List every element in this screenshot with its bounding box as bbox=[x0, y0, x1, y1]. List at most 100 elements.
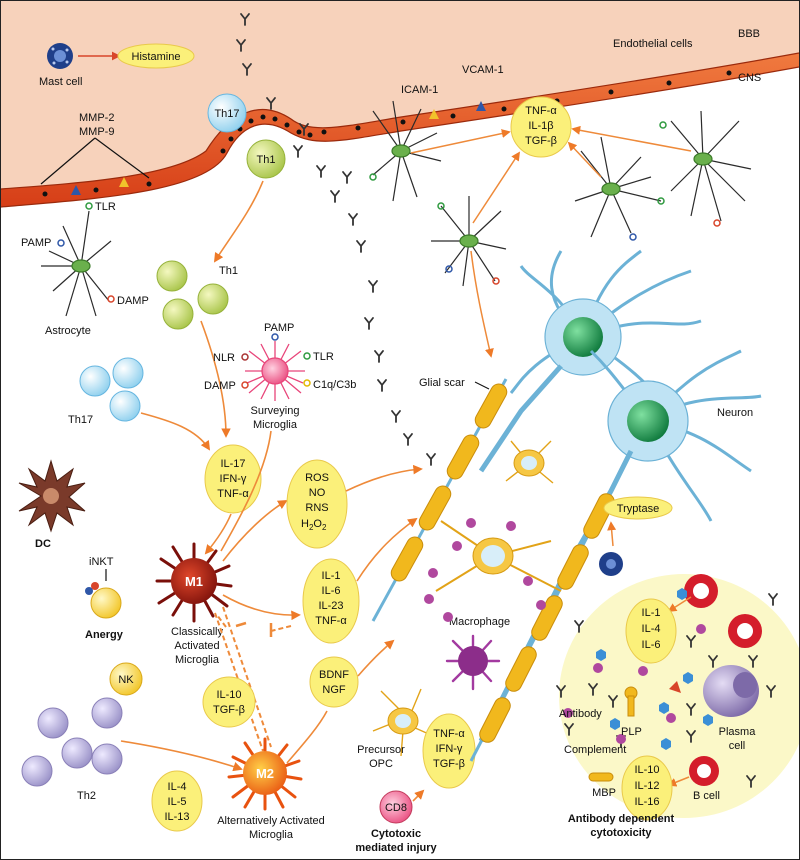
cyto-h2o2: H2O2 bbox=[301, 518, 327, 532]
bbb-label: BBB bbox=[738, 28, 760, 40]
cd8-label: CD8 bbox=[385, 802, 407, 814]
cyto-rns: RNS bbox=[305, 502, 328, 514]
opc-label-1: Precursor bbox=[357, 744, 405, 756]
neuron-label: Neuron bbox=[717, 407, 753, 419]
astrocyte-damp-label: DAMP bbox=[117, 295, 149, 307]
cyto-il4: IL-4 bbox=[168, 781, 187, 793]
surveying-microglia bbox=[245, 341, 305, 401]
surveying-label-1: Surveying bbox=[251, 405, 300, 417]
m1-label: M1 bbox=[185, 574, 203, 589]
plasma-label-1: Plasma bbox=[719, 726, 757, 738]
antibody-label: Antibody bbox=[559, 708, 602, 720]
microglia-damp-label: DAMP bbox=[204, 380, 236, 392]
plp-icon bbox=[624, 686, 638, 717]
nk-label: NK bbox=[118, 674, 134, 686]
oligodendrocyte-1 bbox=[435, 520, 562, 592]
cyto-p-il10: IL-10 bbox=[634, 764, 659, 776]
th2-label: Th2 bbox=[77, 790, 96, 802]
m1-desc-2: Activated bbox=[174, 640, 219, 652]
dc-cell bbox=[18, 459, 86, 533]
glial-scar-label: Glial scar bbox=[419, 377, 465, 389]
cyto-tnfa: TNF-α bbox=[217, 488, 249, 500]
opc-label-2: OPC bbox=[369, 758, 393, 770]
b-cell-label: B cell bbox=[693, 790, 720, 802]
cyto-top-il1b: IL-1β bbox=[528, 120, 553, 132]
icam-label: ICAM-1 bbox=[401, 84, 438, 96]
cyto-ngf: NGF bbox=[322, 684, 346, 696]
th2-cluster bbox=[21, 697, 123, 787]
astrocyte-left bbox=[41, 210, 112, 317]
histamine-label: Histamine bbox=[132, 51, 181, 63]
adc-label-1: Antibody dependent bbox=[568, 813, 675, 825]
cyto-il23: IL-23 bbox=[318, 600, 343, 612]
blood-vessel bbox=[1, 1, 799, 208]
m1-desc-3: Microglia bbox=[175, 654, 220, 666]
astrocyte-top-2 bbox=[431, 196, 507, 287]
astrocyte-top-4 bbox=[670, 110, 752, 222]
cyto-bdnf: BDNF bbox=[319, 669, 349, 681]
inkt-label: iNKT bbox=[89, 556, 114, 568]
cd8-desc-1: Cytotoxic bbox=[371, 828, 421, 840]
axon-1 bbox=[371, 378, 508, 622]
cyto-il17: IL-17 bbox=[220, 458, 245, 470]
neuron-bottom-nucleus bbox=[627, 400, 669, 442]
inkt-cell bbox=[90, 587, 122, 619]
mbp-icon bbox=[588, 772, 614, 782]
oligodendrocyte-2 bbox=[505, 440, 554, 484]
mmp2-label: MMP-2 bbox=[79, 112, 114, 124]
m2-microglia bbox=[227, 737, 303, 811]
cyto-p-il4: IL-4 bbox=[642, 623, 661, 635]
mbp-label: MBP bbox=[592, 787, 616, 799]
th17-label: Th17 bbox=[214, 108, 239, 120]
plp-label: PLP bbox=[621, 726, 642, 738]
dc-label: DC bbox=[35, 538, 51, 550]
cns-label: CNS bbox=[738, 72, 761, 84]
astrocyte-top-1 bbox=[372, 100, 442, 202]
cyto-top-tnfa: TNF-α bbox=[525, 105, 557, 117]
cyto-p-il6: IL-6 bbox=[642, 639, 661, 651]
m2-label: M2 bbox=[256, 766, 274, 781]
th17-cell bbox=[207, 93, 247, 133]
cyto-il1: IL-1 bbox=[322, 570, 341, 582]
cyto-p-il12: IL-12 bbox=[634, 780, 659, 792]
endothelial-label: Endothelial cells bbox=[613, 38, 693, 50]
mast-cell-lower bbox=[599, 552, 623, 576]
plasma-label-2: cell bbox=[729, 740, 746, 752]
cyto-ifng: IFN-γ bbox=[220, 473, 247, 485]
cd8-cell bbox=[379, 790, 413, 824]
macrophage-label: Macrophage bbox=[449, 616, 510, 628]
cyto-p-il1: IL-1 bbox=[642, 607, 661, 619]
cyto-il6: IL-6 bbox=[322, 585, 341, 597]
panel-complement bbox=[563, 624, 706, 744]
adc-label-2: cytotoxicity bbox=[590, 827, 652, 839]
cd8-desc-2: mediated injury bbox=[355, 842, 437, 854]
th1-cluster bbox=[156, 260, 229, 330]
astrocyte-tlr-label: TLR bbox=[95, 201, 116, 213]
mast-cell-label: Mast cell bbox=[39, 76, 82, 88]
cyto-p-il16: IL-16 bbox=[634, 796, 659, 808]
plasma-cell-group bbox=[684, 574, 762, 717]
cyto-no: NO bbox=[309, 487, 326, 499]
m1-desc-1: Classically bbox=[171, 626, 223, 638]
microglia-pamp-label: PAMP bbox=[264, 322, 294, 334]
macrophage bbox=[445, 634, 501, 691]
cyto-il5: IL-5 bbox=[168, 796, 187, 808]
m1-microglia bbox=[155, 542, 233, 623]
anergy-label: Anergy bbox=[85, 629, 124, 641]
th1-cluster-label: Th1 bbox=[219, 265, 238, 277]
complement-label: Complement bbox=[564, 744, 626, 756]
th1-label: Th1 bbox=[257, 154, 276, 166]
m2-desc-1: Alternatively Activated bbox=[217, 815, 325, 827]
precursor-opc bbox=[372, 688, 432, 757]
microglia-nlr-label: NLR bbox=[213, 352, 235, 364]
vcam-label: VCAM-1 bbox=[462, 64, 504, 76]
microglia-tlr-label: TLR bbox=[313, 351, 334, 363]
cyto-ros: ROS bbox=[305, 472, 329, 484]
tryptase-label: Tryptase bbox=[617, 503, 659, 515]
th1-cell bbox=[246, 139, 286, 179]
cyto-tgfb: TGF-β bbox=[213, 704, 245, 716]
th17-cluster bbox=[79, 357, 144, 422]
cyto-il10: IL-10 bbox=[216, 689, 241, 701]
cyto-tnfa2: TNF-α bbox=[315, 615, 347, 627]
